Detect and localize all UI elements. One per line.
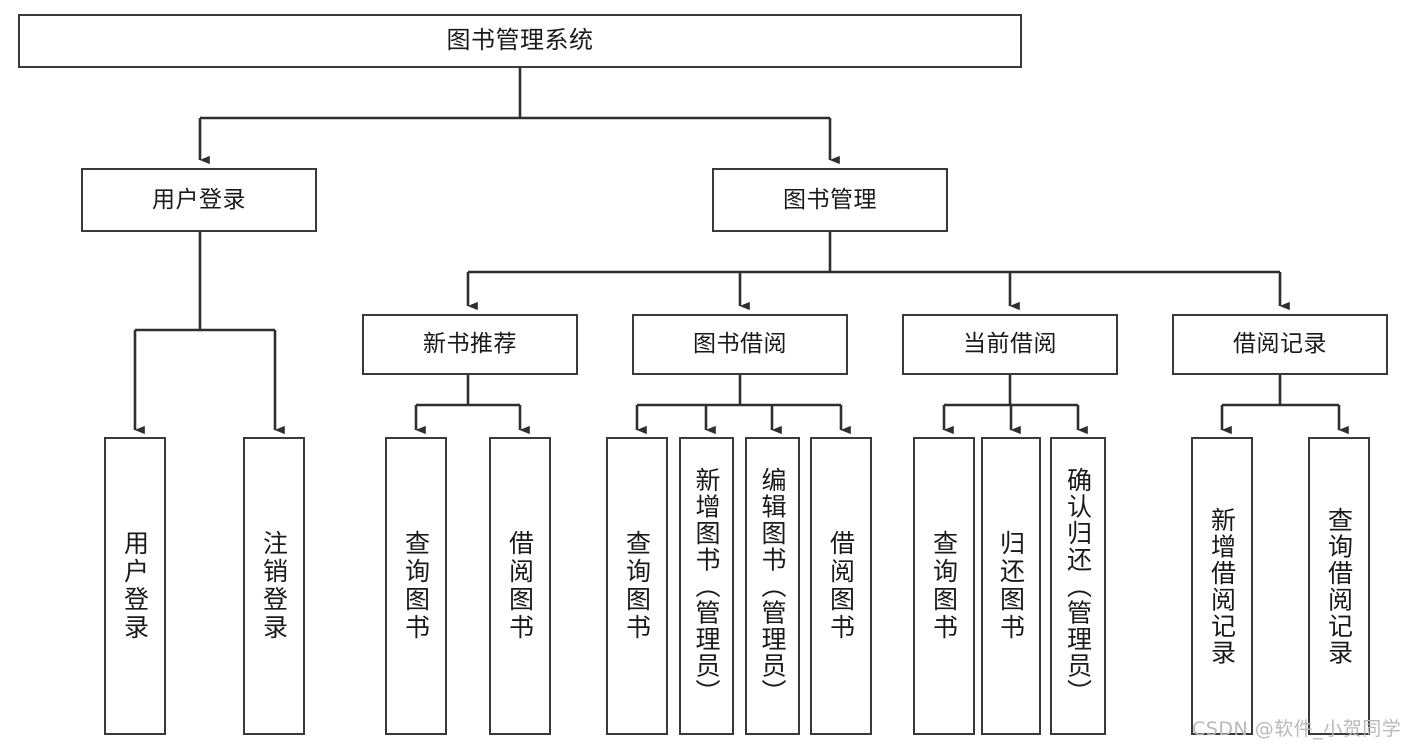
leaf-borrow-book-1[interactable]: 借阅图书: [489, 437, 551, 735]
leaf-add-book-label: 新增图书（管理员）: [692, 466, 721, 706]
leaf-query-book-3-label: 查询图书: [929, 530, 959, 642]
leaf-confirm-return[interactable]: 确认归还（管理员）: [1050, 437, 1106, 735]
leaf-query-book-2[interactable]: 查询图书: [606, 437, 668, 735]
leaf-add-record-label: 新增借阅记录: [1207, 506, 1237, 666]
node-book-borrow-label: 图书借阅: [693, 331, 787, 358]
node-new-book-recommend[interactable]: 新书推荐: [362, 314, 578, 375]
leaf-confirm-return-label: 确认归还（管理员）: [1063, 466, 1093, 706]
node-book-manage[interactable]: 图书管理: [712, 168, 948, 232]
csdn-watermark: CSDN @软件_小贺同学: [1192, 718, 1402, 740]
leaf-edit-book-label: 编辑图书（管理员）: [758, 466, 787, 706]
node-book-borrow[interactable]: 图书借阅: [632, 314, 848, 375]
leaf-user-login[interactable]: 用户登录: [104, 437, 166, 735]
leaf-add-record[interactable]: 新增借阅记录: [1191, 437, 1253, 735]
leaf-borrow-book-1-label: 借阅图书: [505, 530, 535, 642]
leaf-edit-book[interactable]: 编辑图书（管理员）: [745, 437, 800, 735]
leaf-user-login-label: 用户登录: [120, 530, 150, 642]
node-new-book-recommend-label: 新书推荐: [423, 331, 517, 358]
leaf-logout-login[interactable]: 注销登录: [243, 437, 305, 735]
node-book-manage-label: 图书管理: [783, 186, 877, 213]
node-current-borrow-label: 当前借阅: [963, 331, 1057, 358]
node-user-login[interactable]: 用户登录: [81, 168, 317, 232]
leaf-query-record-label: 查询借阅记录: [1324, 506, 1354, 666]
leaf-query-book-1-label: 查询图书: [401, 530, 431, 642]
node-borrow-record-label: 借阅记录: [1233, 331, 1327, 358]
node-current-borrow[interactable]: 当前借阅: [902, 314, 1118, 375]
node-root-system-label: 图书管理系统: [446, 26, 594, 55]
leaf-borrow-book-2-label: 借阅图书: [826, 530, 856, 642]
node-user-login-label: 用户登录: [152, 186, 246, 213]
leaf-query-record[interactable]: 查询借阅记录: [1308, 437, 1370, 735]
node-root-system[interactable]: 图书管理系统: [18, 14, 1022, 68]
leaf-borrow-book-2[interactable]: 借阅图书: [810, 437, 872, 735]
leaf-query-book-2-label: 查询图书: [622, 530, 652, 642]
leaf-logout-login-label: 注销登录: [259, 530, 289, 642]
leaf-add-book[interactable]: 新增图书（管理员）: [679, 437, 734, 735]
leaf-return-book[interactable]: 归还图书: [981, 437, 1041, 735]
node-borrow-record[interactable]: 借阅记录: [1172, 314, 1388, 375]
leaf-return-book-label: 归还图书: [996, 530, 1026, 642]
leaf-query-book-3[interactable]: 查询图书: [913, 437, 975, 735]
leaf-query-book-1[interactable]: 查询图书: [385, 437, 447, 735]
